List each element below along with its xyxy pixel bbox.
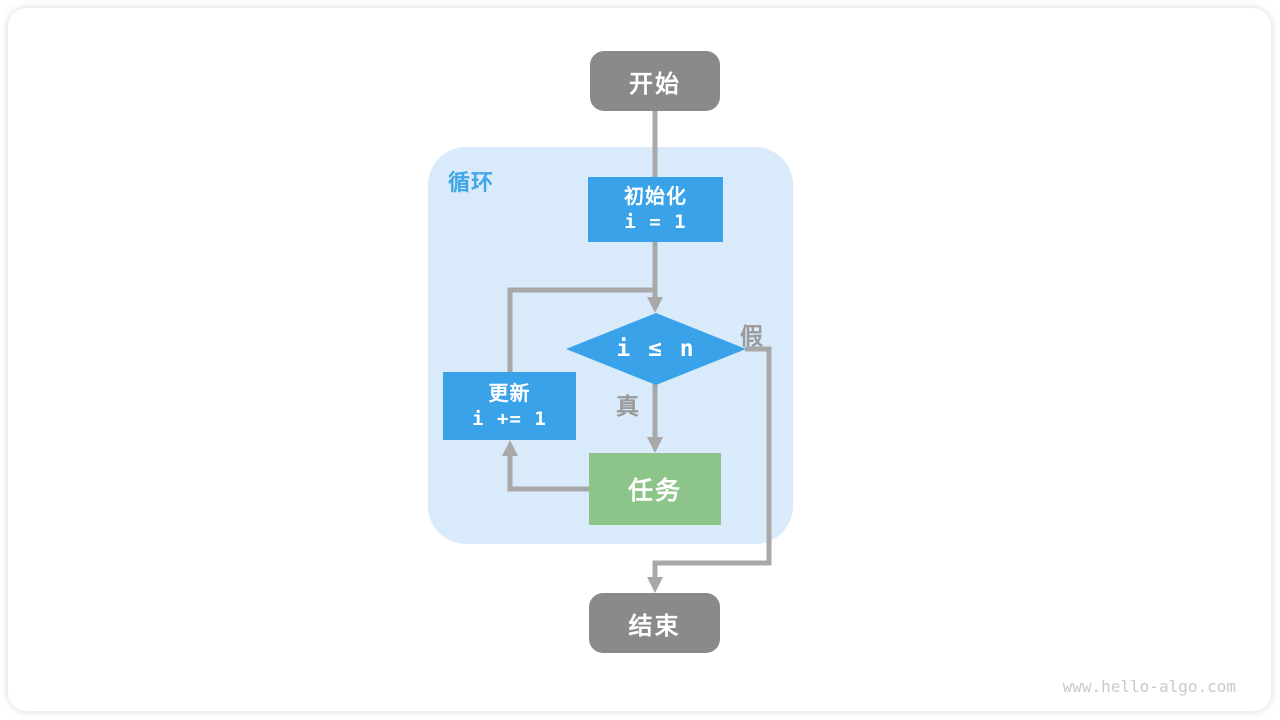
init-node-title: 初始化	[624, 186, 687, 209]
end-node: 结束	[589, 593, 720, 653]
task-node-label: 任务	[627, 477, 682, 505]
update-node: 更新 i += 1	[443, 372, 576, 440]
start-node: 开始	[590, 51, 720, 111]
condition-node-code: i ≤ n	[616, 336, 696, 362]
update-node-title: 更新	[488, 382, 531, 405]
update-node-code: i += 1	[472, 407, 547, 430]
loop-container-label: 循环	[448, 170, 495, 195]
watermark: www.hello-algo.com	[1062, 677, 1236, 696]
arrowhead-end	[647, 577, 663, 593]
task-node: 任务	[589, 453, 721, 525]
init-node-code: i = 1	[624, 211, 687, 234]
end-node-label: 结束	[628, 612, 681, 640]
true-edge-label: 真	[616, 393, 639, 419]
init-node: 初始化 i = 1	[588, 177, 723, 242]
start-node-label: 开始	[629, 70, 681, 98]
false-edge-label: 假	[740, 323, 763, 349]
